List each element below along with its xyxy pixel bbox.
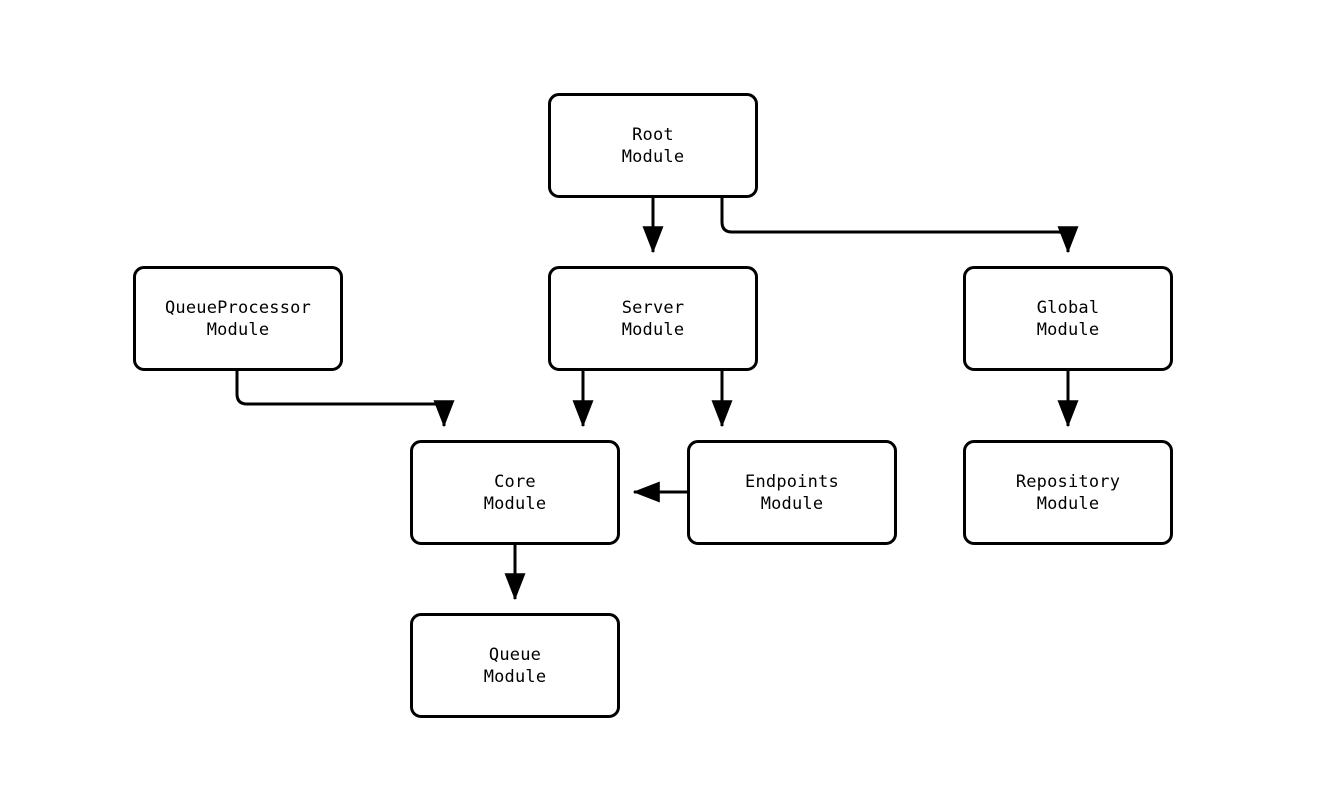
node-repository-label-line1: Repository (1015, 471, 1121, 492)
node-endpoints-label-line2: Module (760, 493, 824, 514)
node-core-label-line2: Module (483, 493, 547, 514)
node-global-label-line1: Global (1036, 297, 1100, 318)
node-queueprocessor-label-line2: Module (206, 319, 270, 340)
node-root-label-line2: Module (621, 146, 685, 167)
node-global-label-line2: Module (1036, 319, 1100, 340)
node-core-label-line1: Core (494, 471, 536, 492)
edge-root-to-global (720, 198, 1079, 254)
node-queue-label-line2: Module (483, 666, 547, 687)
edge-queueprocessor-to-core (235, 371, 455, 428)
node-root-label-line1: Root (632, 124, 674, 145)
node-queue-label-line1: Queue (488, 644, 542, 665)
node-queueprocessor-label-line1: QueueProcessor (164, 297, 312, 318)
node-repository-label-line2: Module (1036, 493, 1100, 514)
node-server-label-line1: Server (621, 297, 685, 318)
node-endpoints-label-line1: Endpoints (745, 471, 839, 492)
node-server-label-line2: Module (621, 319, 685, 340)
